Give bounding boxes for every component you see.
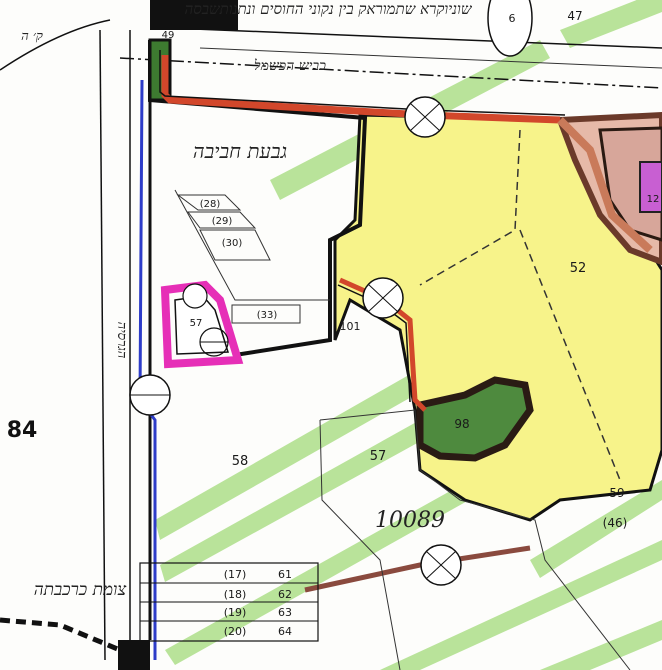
parcel-label-6: 6 <box>509 12 516 25</box>
parcel-28 <box>176 194 242 211</box>
parcel-label-64: 64 <box>278 625 292 638</box>
road-symbol-magenta <box>182 283 229 357</box>
parcel-label-33: (33) <box>257 310 278 321</box>
red-road-east <box>557 117 653 253</box>
bottom-left-black <box>118 640 150 670</box>
parcel-33 <box>231 304 301 324</box>
top-road-dashdot <box>119 57 662 89</box>
parcel-label-19: (19) <box>224 606 247 619</box>
brown-road-bottom <box>304 545 531 593</box>
parcel-label-17: (17) <box>224 568 247 581</box>
parcel-label-30: (30) <box>222 238 243 249</box>
west-road-edge <box>99 29 106 661</box>
settlement-name: צומת כרכבתה <box>34 580 127 600</box>
parcel-label-52: 52 <box>570 261 587 276</box>
header-text: שוניוקרא שתמוראק בין נקוני החוסים ונתנות… <box>184 0 472 18</box>
road-symbol-top <box>404 96 446 138</box>
green-band-bottom <box>380 540 662 670</box>
red-road-top-edge <box>159 50 566 116</box>
parcel-label-101: 101 <box>340 320 361 333</box>
parcel-label-12: 12 <box>647 194 660 205</box>
parcel-label-63: 63 <box>278 606 292 619</box>
parcel-label-57: 57 <box>370 449 387 464</box>
parcel-label-58: 58 <box>232 454 249 469</box>
dashed-boundary-1 <box>419 129 521 286</box>
road-symbol-middle <box>362 277 404 319</box>
parcel-30 <box>199 229 271 261</box>
block-number: 10089 <box>375 508 445 533</box>
parcel-label-47: 47 <box>567 9 582 23</box>
green-parcel-98 <box>416 376 534 462</box>
road-symbol-bottom <box>420 544 462 586</box>
top-road-line <box>169 27 662 49</box>
parcel-label-98: 98 <box>454 417 469 431</box>
road-symbol-west <box>129 374 171 416</box>
parcel-label-59: 59 <box>609 486 624 500</box>
green-band-middle <box>155 340 480 540</box>
top-left-curve <box>0 19 111 71</box>
green-band-middle-2 <box>160 420 430 582</box>
parcel-label-62: 62 <box>278 588 292 601</box>
top-road-line-2 <box>199 47 662 69</box>
top-black-block <box>150 0 238 30</box>
blue-edge <box>138 79 157 660</box>
parcel-label-57-small: 57 <box>190 318 203 329</box>
road-label-top-left: ק׳ ה <box>21 29 43 44</box>
sheet-number: 84 <box>7 418 38 443</box>
parcel-57-boundary <box>319 409 631 670</box>
parcel-58-boundary <box>319 419 401 670</box>
purple-parcel <box>639 161 662 213</box>
road-label: כביש הפשמל <box>254 58 326 74</box>
dashed-boundary-2 <box>519 229 621 481</box>
vertical-road-text: הגרסיה <box>114 322 129 359</box>
road-symbol-top-right <box>487 0 533 57</box>
parcel-label-61: 61 <box>278 568 292 581</box>
parcel-label-20: (20) <box>224 625 247 638</box>
parcel-label-29: (29) <box>212 216 233 227</box>
green-band-bottom-2 <box>540 620 662 670</box>
area-name: גבעת חביבה <box>193 139 287 163</box>
parcel-29 <box>187 211 257 229</box>
green-band-top-right <box>560 0 662 48</box>
parcel-label-49: 49 <box>162 30 175 41</box>
parcel-label-18: (18) <box>224 588 247 601</box>
parcel-label-28: (28) <box>200 199 221 210</box>
green-band-lower <box>165 480 478 665</box>
red-road-top <box>161 55 561 124</box>
parcel-lines <box>174 189 330 301</box>
green-band-right <box>530 480 662 578</box>
parcel-label-46: (46) <box>603 516 628 530</box>
